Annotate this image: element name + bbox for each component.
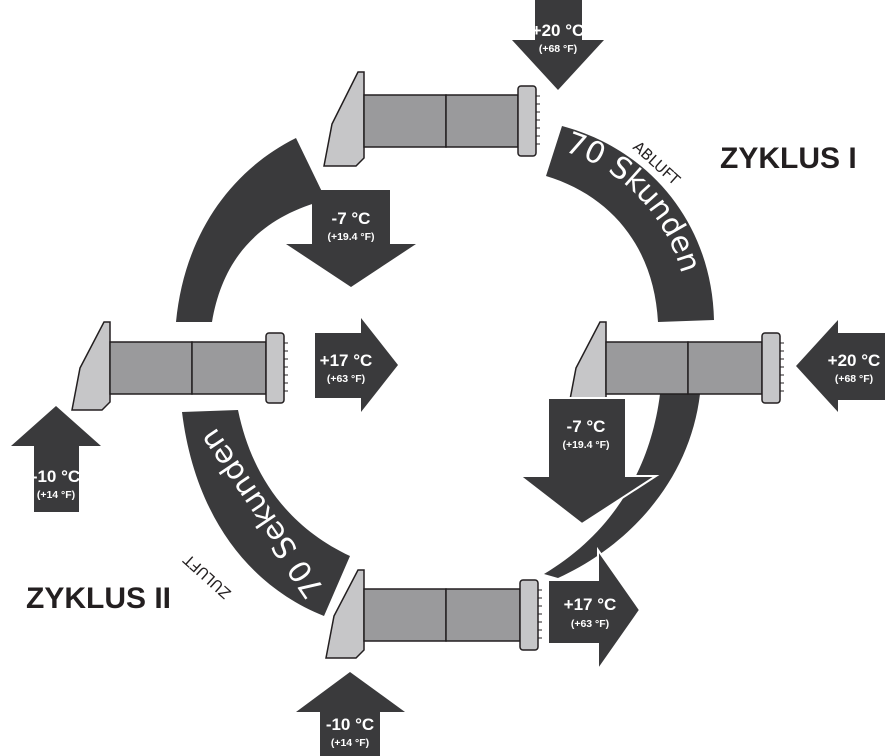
vent-unit-right [567, 321, 784, 411]
band-bottom-right [544, 394, 700, 578]
temp-arrow-bottom-in: -10 °C (+14 °F) [296, 672, 405, 756]
temp-bottom-out-celsius: +17 °C [564, 595, 617, 614]
band-bottom-left [182, 410, 350, 616]
vent-unit-left [71, 321, 288, 411]
temp-arrow-right-in: +20 °C (+68 °F) [796, 320, 885, 412]
vent-unit-bottom [325, 569, 542, 659]
band-top-left [176, 138, 326, 322]
cycle-2-title: ZYKLUS II [26, 582, 171, 615]
temp-arrow-bottom-out: +17 °C (+63 °F) [547, 546, 642, 674]
temp-right-out-celsius: -7 °C [567, 417, 606, 436]
temp-top-out-celsius: -7 °C [332, 209, 371, 228]
band-top-right [546, 126, 714, 322]
temp-arrow-right-out: -7 °C (+19.4 °F) [517, 397, 660, 526]
temp-top-in-fahrenheit: (+68 °F) [539, 43, 577, 55]
temp-top-in-celsius: +20 °C [532, 21, 585, 40]
temp-arrow-left-in: -10 °C (+14 °F) [11, 406, 101, 512]
temp-bottom-in-fahrenheit: (+14 °F) [331, 737, 369, 749]
temp-left-out-celsius: +17 °C [320, 351, 373, 370]
temp-left-in-fahrenheit: (+14 °F) [37, 489, 75, 501]
temp-right-in-fahrenheit: (+68 °F) [835, 373, 873, 385]
vent-unit-top [323, 71, 540, 167]
cycle-1-title: ZYKLUS I [720, 142, 857, 175]
temp-top-out-fahrenheit: (+19.4 °F) [327, 231, 374, 243]
temp-left-in-celsius: -10 °C [32, 467, 80, 486]
temp-arrow-left-out: +17 °C (+63 °F) [315, 318, 398, 412]
temp-bottom-in-celsius: -10 °C [326, 715, 374, 734]
temp-right-out-fahrenheit: (+19.4 °F) [562, 439, 609, 451]
temp-bottom-out-fahrenheit: (+63 °F) [571, 618, 609, 630]
temp-left-out-fahrenheit: (+63 °F) [327, 373, 365, 385]
temp-arrow-top-in: +20 °C (+68 °F) [512, 0, 604, 90]
temp-right-in-celsius: +20 °C [828, 351, 881, 370]
temp-arrow-top-out: -7 °C (+19.4 °F) [286, 190, 416, 287]
flow-label-supply: ZULUFT [179, 550, 234, 602]
